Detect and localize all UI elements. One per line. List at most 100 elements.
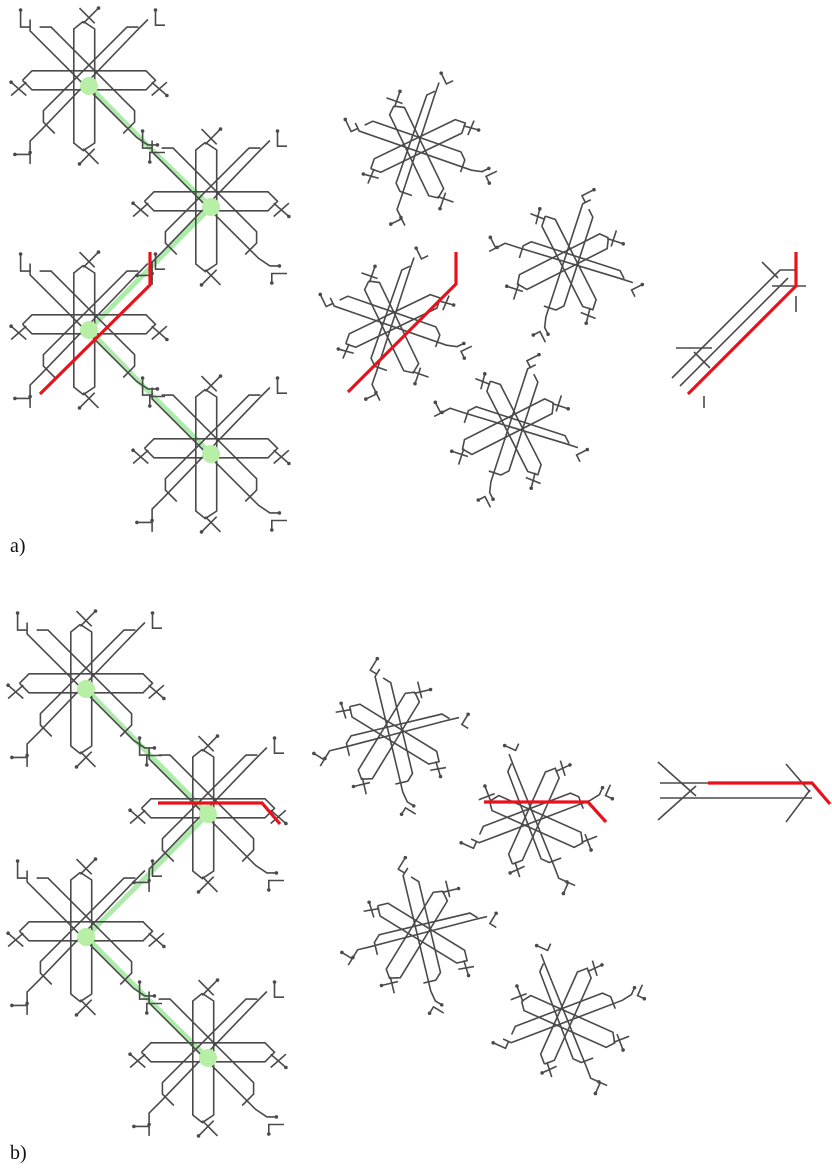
wire-segment [562,881,576,894]
wire-segment [416,681,423,699]
wire-segment [451,450,469,458]
terminal-pin [566,406,571,411]
terminal-pin [379,983,384,988]
wire-segment [21,313,157,335]
wire-segment [508,753,568,883]
wire-segment [459,345,473,359]
wire-segment [70,623,93,755]
wire-segment [530,472,536,489]
terminal-pin [537,352,541,357]
terminal-pin [589,848,593,852]
terminal-pin [476,128,481,132]
terminal-pin [399,215,403,220]
wire-segment [613,1035,630,1044]
terminal-pin [137,736,142,740]
switch-block-am2 [488,187,645,343]
terminal-pin [439,71,443,75]
terminal-pin [135,520,139,525]
wire-segment [151,613,162,630]
terminal-pin [148,404,152,408]
wire-segment [518,240,625,280]
terminal-pin [466,973,471,978]
wire-segment [78,7,96,24]
wire-segment [506,763,562,864]
wire-segment [510,992,527,1001]
tile-node-b1 [199,805,217,823]
wire-segment [396,82,440,218]
wire-segment [433,401,442,418]
terminal-pin [621,1048,625,1052]
switch-block-am3 [318,246,473,401]
fragment-a [671,261,806,408]
wire-segment [78,392,96,409]
wire-segment [370,118,467,174]
terminal-pin [25,1001,29,1006]
wire-segment [437,195,454,203]
node-layer [77,77,220,1067]
terminal-pin [287,214,291,219]
terminal-pin [28,394,32,399]
terminal-pin [456,886,461,891]
wire-segment [369,658,379,675]
terminal-pin [632,985,637,990]
wire-segment [151,386,271,521]
wire-segment [21,70,157,91]
terminal-pin [462,356,467,360]
wire-segment [132,202,149,218]
wire-segment [158,754,255,863]
terminal-pin [375,656,380,661]
terminal-pin [13,396,17,401]
wire-segment [161,394,258,503]
wire-segment [477,495,492,508]
wire-segment [463,960,470,976]
terminal-pin [462,341,466,346]
terminal-pin [218,374,223,378]
terminal-pin [466,712,470,717]
wire-segment [161,998,258,1107]
tile-node-a0 [80,77,98,95]
terminal-pin [199,283,204,287]
terminal-pin [140,129,145,133]
terminal-pin [585,447,590,452]
terminal-pin [336,347,341,351]
terminal-pin [440,410,444,415]
wire-segment [367,168,375,184]
terminal-pin [25,753,29,758]
terminal-pin [150,611,155,615]
terminal-pin [275,376,280,380]
wire-segment [374,668,415,807]
wire-segment [575,448,588,463]
terminal-pin [155,143,160,147]
wire-segment [435,761,442,777]
terminal-pin [272,980,277,984]
wire-segment [146,1002,162,1013]
wire-segment [538,963,594,1064]
terminal-pin [277,264,282,268]
wire-segment [75,999,93,1016]
wire-segment [18,672,154,694]
terminal-pin [148,160,152,164]
terminal-pin [15,611,20,615]
terminal-pin [152,746,157,750]
terminal-pin [74,1013,79,1017]
wire-segment [192,992,215,1124]
terminal-pin [610,796,615,801]
wire-segment [78,251,96,268]
wire-segment [14,397,31,408]
terminal-pin [427,1011,432,1016]
switch-block-a1 [131,127,291,287]
switch-block-bm4 [491,943,647,1096]
terminal-pin [140,376,145,380]
wire-segment [129,809,146,825]
terminal-pin [483,784,487,788]
wire-segment [39,270,136,379]
terminal-pin [77,162,82,166]
terminal-pin [18,8,23,12]
switch-block-bm3 [340,855,498,1016]
terminal-pin [274,871,279,875]
wire-segment [414,367,422,384]
terminal-pin [428,687,433,692]
wire-segment [606,237,624,245]
wire-segment [267,879,284,890]
wire-segment [484,785,492,803]
